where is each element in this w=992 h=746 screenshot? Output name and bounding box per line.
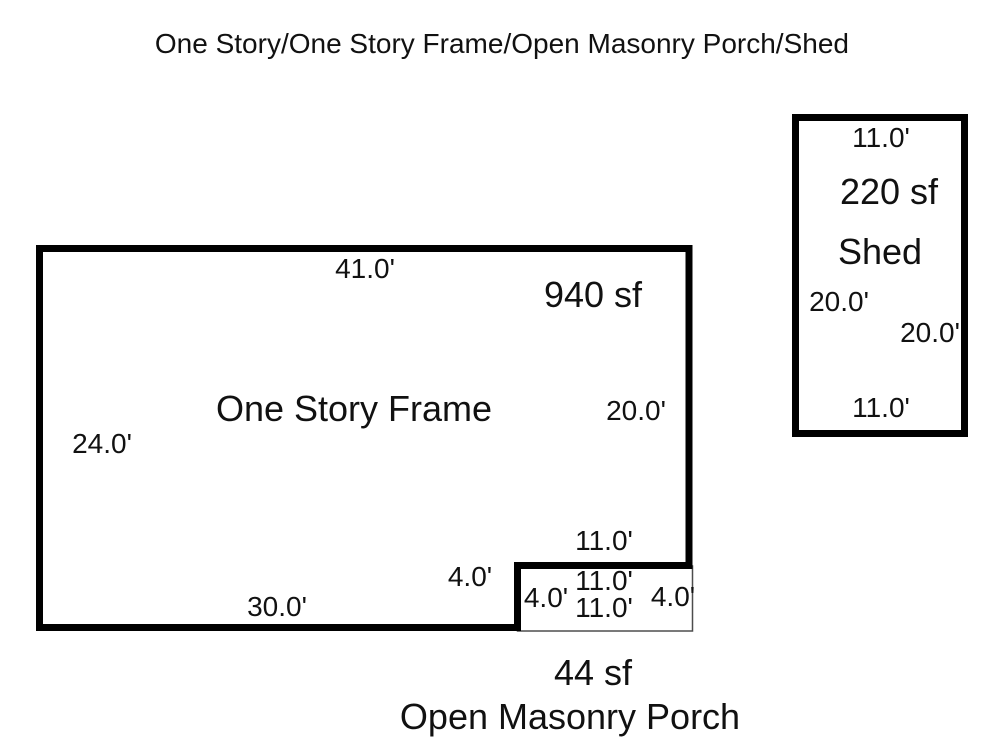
porch-area-label: 44 sf xyxy=(553,652,633,693)
main-bottom-dimension: 30.0' xyxy=(247,591,307,622)
main-notch-top-dimension: 11.0' xyxy=(575,525,633,556)
main-right-dimension: 20.0' xyxy=(606,395,666,426)
porch-bottom-dimension: 11.0' xyxy=(575,592,633,623)
porch-right-dimension: 4.0' xyxy=(650,581,696,612)
shed-right-dimension: 20.0' xyxy=(900,317,960,348)
shed-left-dimension: 20.0' xyxy=(809,286,869,317)
porch-name: Open Masonry Porch xyxy=(399,696,741,737)
shed-outline xyxy=(792,114,968,437)
main-left-dimension: 24.0' xyxy=(72,428,132,459)
main-area-label: 940 sf xyxy=(543,274,643,315)
shed-area-label: 220 sf xyxy=(839,171,939,212)
shed-top-dimension: 11.0' xyxy=(852,122,910,153)
shed-name: Shed xyxy=(837,231,923,272)
main-top-dimension: 41.0' xyxy=(335,253,395,284)
porch-left-dimension: 4.0' xyxy=(523,582,569,613)
shed-bottom-dimension: 11.0' xyxy=(852,392,910,423)
porch-top-dimension: 11.0' xyxy=(575,565,633,596)
porch-outline xyxy=(516,565,694,632)
sketch-title: One Story/One Story Frame/Open Masonry P… xyxy=(154,28,849,59)
main-building-outline xyxy=(36,245,693,631)
main-notch-step-dimension: 4.0' xyxy=(447,561,493,592)
main-building-name: One Story Frame xyxy=(215,388,493,429)
